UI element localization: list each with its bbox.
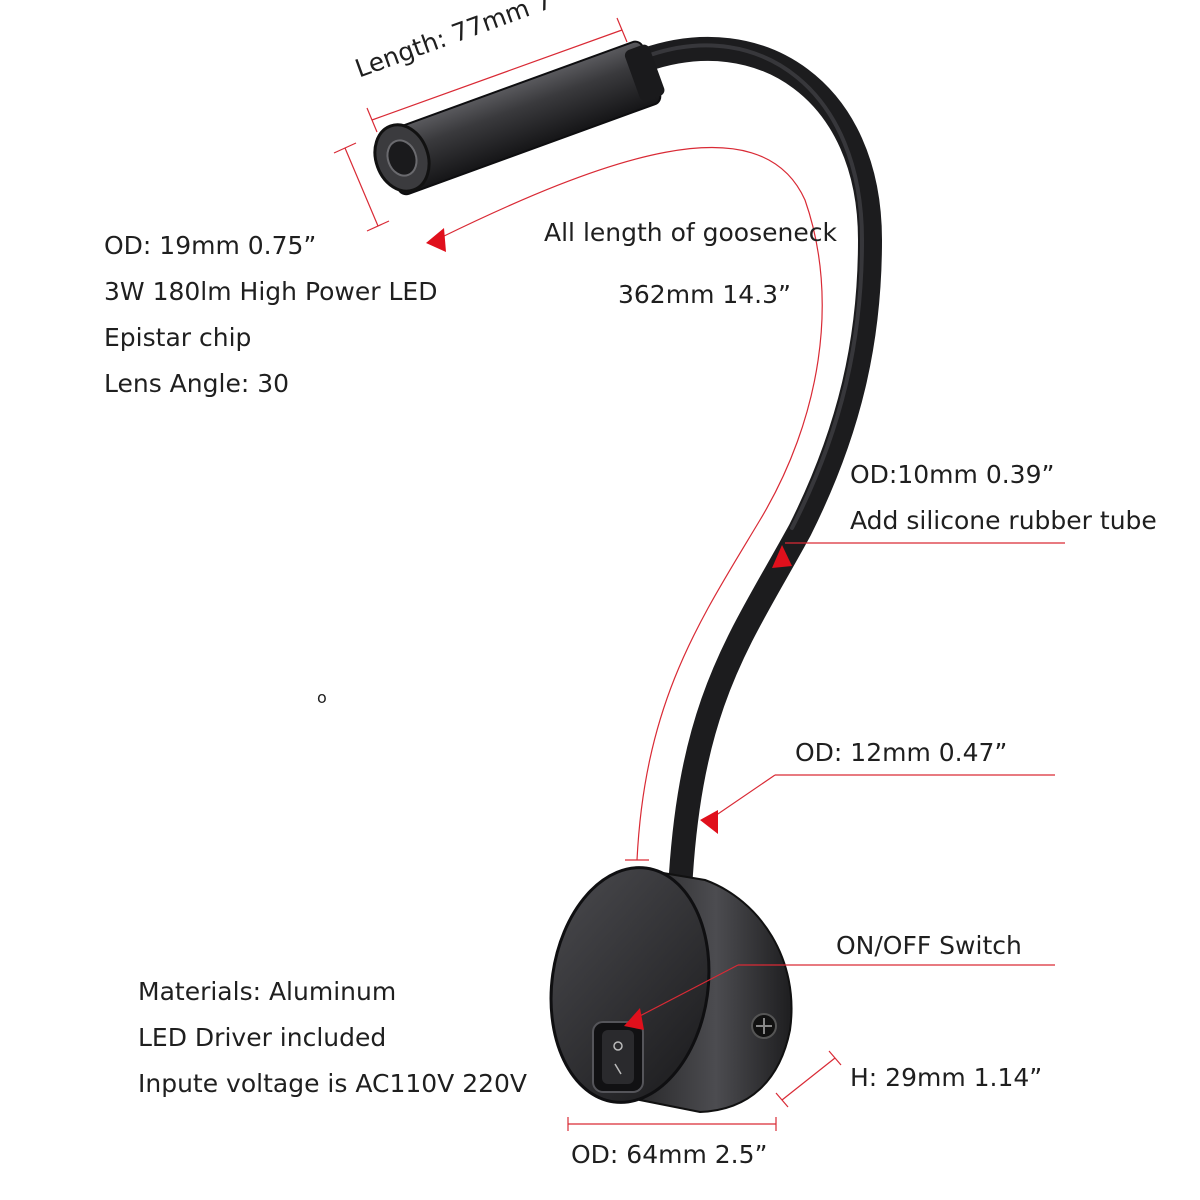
- annotation-lines: [333, 17, 1065, 1131]
- annotation-arrows: [426, 228, 792, 1030]
- stray-mark: o: [317, 688, 327, 707]
- gooseneck-highlight: [648, 43, 865, 530]
- base-spec-material: Materials: Aluminum: [138, 977, 397, 1006]
- head-spec-list: OD: 19mm 0.75” 3W 180lm High Power LED E…: [104, 233, 437, 417]
- arrow-gooseneck-start: [426, 228, 446, 252]
- head-spec-od: OD: 19mm 0.75”: [104, 231, 317, 260]
- arrow-neck: [700, 810, 718, 834]
- screw-icon: [751, 1013, 777, 1039]
- base-spec-driver: LED Driver included: [138, 1023, 387, 1052]
- gooseneck-length-label: 362mm 14.3”: [618, 280, 791, 309]
- rocker-switch-icon: [592, 1021, 644, 1093]
- base-face: [549, 866, 711, 1104]
- tube-material-label: Add silicone rubber tube: [850, 506, 1157, 535]
- base-od-label: OD: 64mm 2.5”: [571, 1140, 768, 1169]
- neck-od-label: OD: 12mm 0.47”: [795, 738, 1008, 767]
- lens-inner: [386, 139, 418, 177]
- arrow-switch: [624, 1008, 644, 1030]
- base-height-label: H: 29mm 1.14”: [850, 1063, 1043, 1092]
- switch-label: ON/OFF Switch: [836, 931, 1022, 960]
- head-spec-power: 3W 180lm High Power LED: [104, 277, 438, 306]
- base-spec-list: Materials: Aluminum LED Driver included …: [138, 979, 527, 1117]
- head-spec-angle: Lens Angle: 30: [104, 369, 290, 398]
- arrow-tube: [772, 545, 792, 568]
- base-spec-voltage: Inpute voltage is AC110V 220V: [138, 1069, 528, 1098]
- head-spec-chip: Epistar chip: [104, 323, 252, 352]
- tube-od-label: OD:10mm 0.39”: [850, 460, 1055, 489]
- gooseneck-title-label: All length of gooseneck: [544, 218, 837, 247]
